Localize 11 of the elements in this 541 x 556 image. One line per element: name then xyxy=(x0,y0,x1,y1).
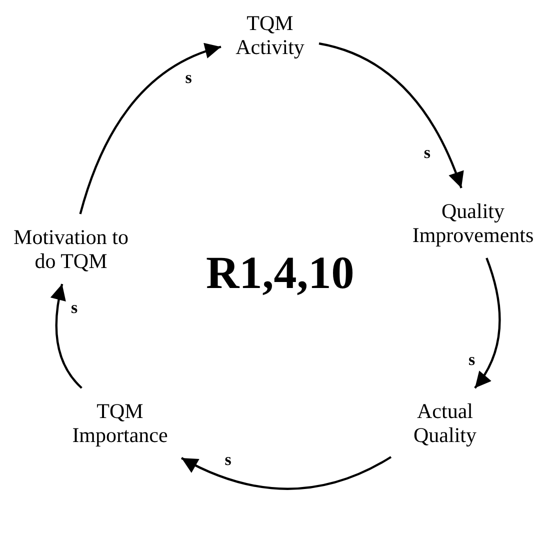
arrow xyxy=(474,258,501,389)
arrow xyxy=(50,284,82,389)
node-label: Motivation to do TQM xyxy=(12,218,130,280)
arrow xyxy=(79,44,222,214)
arrow xyxy=(180,456,392,490)
node-label: TQM Activity xyxy=(225,4,315,66)
node-label: Actual Quality xyxy=(395,392,495,454)
arrow xyxy=(318,42,464,188)
node-label: TQM Importance xyxy=(60,392,180,454)
loop-label: R1,4,10 xyxy=(206,248,354,298)
node-label: Quality Improvements xyxy=(405,192,541,254)
